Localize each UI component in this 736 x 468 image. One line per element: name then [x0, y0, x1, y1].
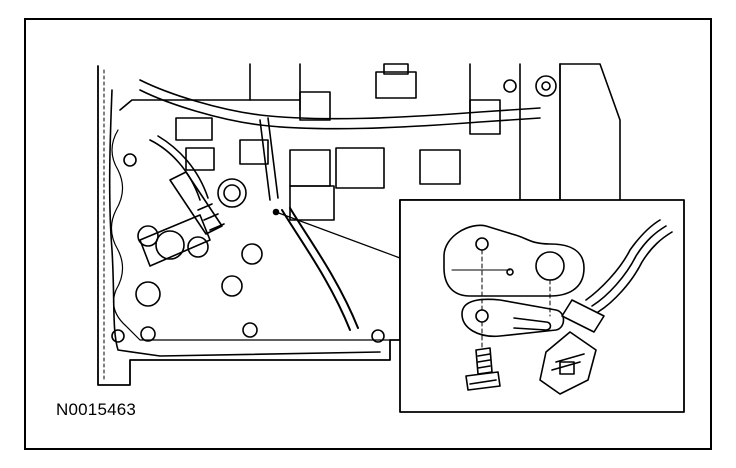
- wiring-harness: [139, 79, 541, 201]
- leader-line: [275, 211, 401, 259]
- bolt-bosses: [111, 75, 557, 343]
- sensor-wire: [281, 209, 351, 331]
- detail-inset-box: [399, 199, 685, 413]
- inset-connector: [539, 219, 673, 395]
- gasket-outline: [110, 129, 391, 341]
- solenoid-lever: [139, 171, 225, 267]
- inset-bolt: [465, 347, 501, 391]
- inset-bracket-plate: [443, 224, 585, 297]
- connectors: [175, 63, 501, 221]
- figure-id-label: N0015463: [56, 400, 137, 419]
- alignment-lines: [481, 249, 551, 351]
